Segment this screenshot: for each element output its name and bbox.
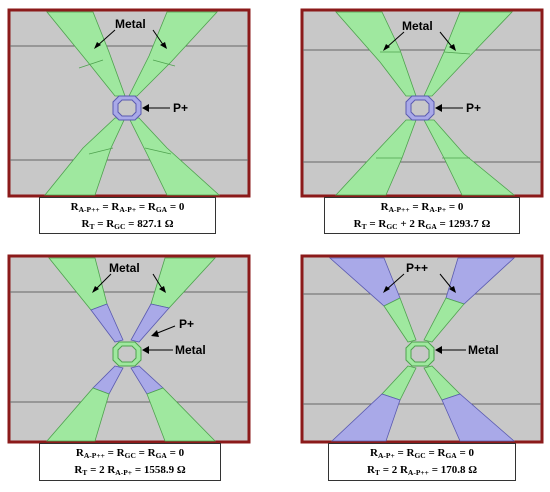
metal-arm-bottom-right [128, 117, 221, 196]
label-metal-center: Metal [175, 343, 206, 357]
equation-box: RA-P++ = RGC = RGA = 0 RT = 2 RA-P+ = 15… [39, 443, 221, 481]
equation-box: RA-P++ = RA-P+ = 0 RT = RGC + 2 RGA = 12… [324, 197, 520, 234]
panel-a-diagram: Metal P+ [7, 8, 251, 198]
equation-line-2: RT = 2 RA-P+ = 1558.9 Ω [74, 464, 186, 477]
metal-arm-top-right [128, 11, 218, 97]
equation-box: RA-P+ = RGC = RGA = 0 RT = 2 RA-P++ = 17… [328, 443, 516, 481]
equation-line-2: RT = RGC + 2 RGA = 1293.7 Ω [353, 218, 491, 231]
panel-c: Metal P+ Metal RA-P++ = RGC = RGA = 0 RT… [7, 254, 251, 486]
equation-line-2: RT = RGC = 827.1 Ω [81, 218, 174, 231]
metal-arm-top-left [383, 297, 417, 343]
label-metal: Metal [402, 19, 433, 33]
panel-d: P++ Metal RA-P+ = RGC = RGA = 0 RT = 2 R… [300, 254, 544, 486]
metal-arm-top-right [423, 297, 465, 343]
metal-arm-bottom-left [46, 387, 110, 442]
pplus-arm-top-right [130, 303, 170, 343]
label-pplus: P+ [466, 101, 481, 115]
equation-line-1: RA-P++ = RGC = RGA = 0 [75, 447, 185, 460]
label-metal: Metal [109, 261, 140, 275]
panel-b-diagram: Metal P+ [300, 8, 544, 198]
pplusplus-arm-bottom-left [330, 393, 401, 442]
label-pplus: P+ [179, 317, 194, 331]
equation-line-1: RA-P++ = RA-P+ = 0 [380, 201, 464, 214]
equation-line-1: RA-P+ = RGC = RGA = 0 [370, 447, 474, 460]
equation-line-2: RT = 2 RA-P++ = 170.8 Ω [366, 464, 478, 477]
label-pplusplus: P++ [406, 261, 428, 275]
label-metal-center: Metal [468, 343, 499, 357]
label-pplus: P+ [173, 101, 188, 115]
pplus-arm-top-left [90, 303, 124, 343]
panel-b: Metal P+ RA-P++ = RA-P+ = 0 RT = RGC + 2… [300, 8, 544, 238]
panel-c-diagram: Metal P+ Metal [7, 254, 251, 444]
equation-box: RA-P++ = RA-P+ = RGA = 0 RT = RGC = 827.… [39, 197, 216, 234]
equation-line-1: RA-P++ = RA-P+ = RGA = 0 [70, 201, 185, 214]
pplusplus-arm-bottom-right [441, 393, 516, 442]
panel-a: Metal P+ RA-P++ = RA-P+ = RGA = 0 RT = R… [7, 8, 251, 238]
label-metal: Metal [115, 17, 146, 31]
panel-d-diagram: P++ Metal [300, 254, 544, 444]
metal-arm-bottom-right [146, 387, 216, 442]
